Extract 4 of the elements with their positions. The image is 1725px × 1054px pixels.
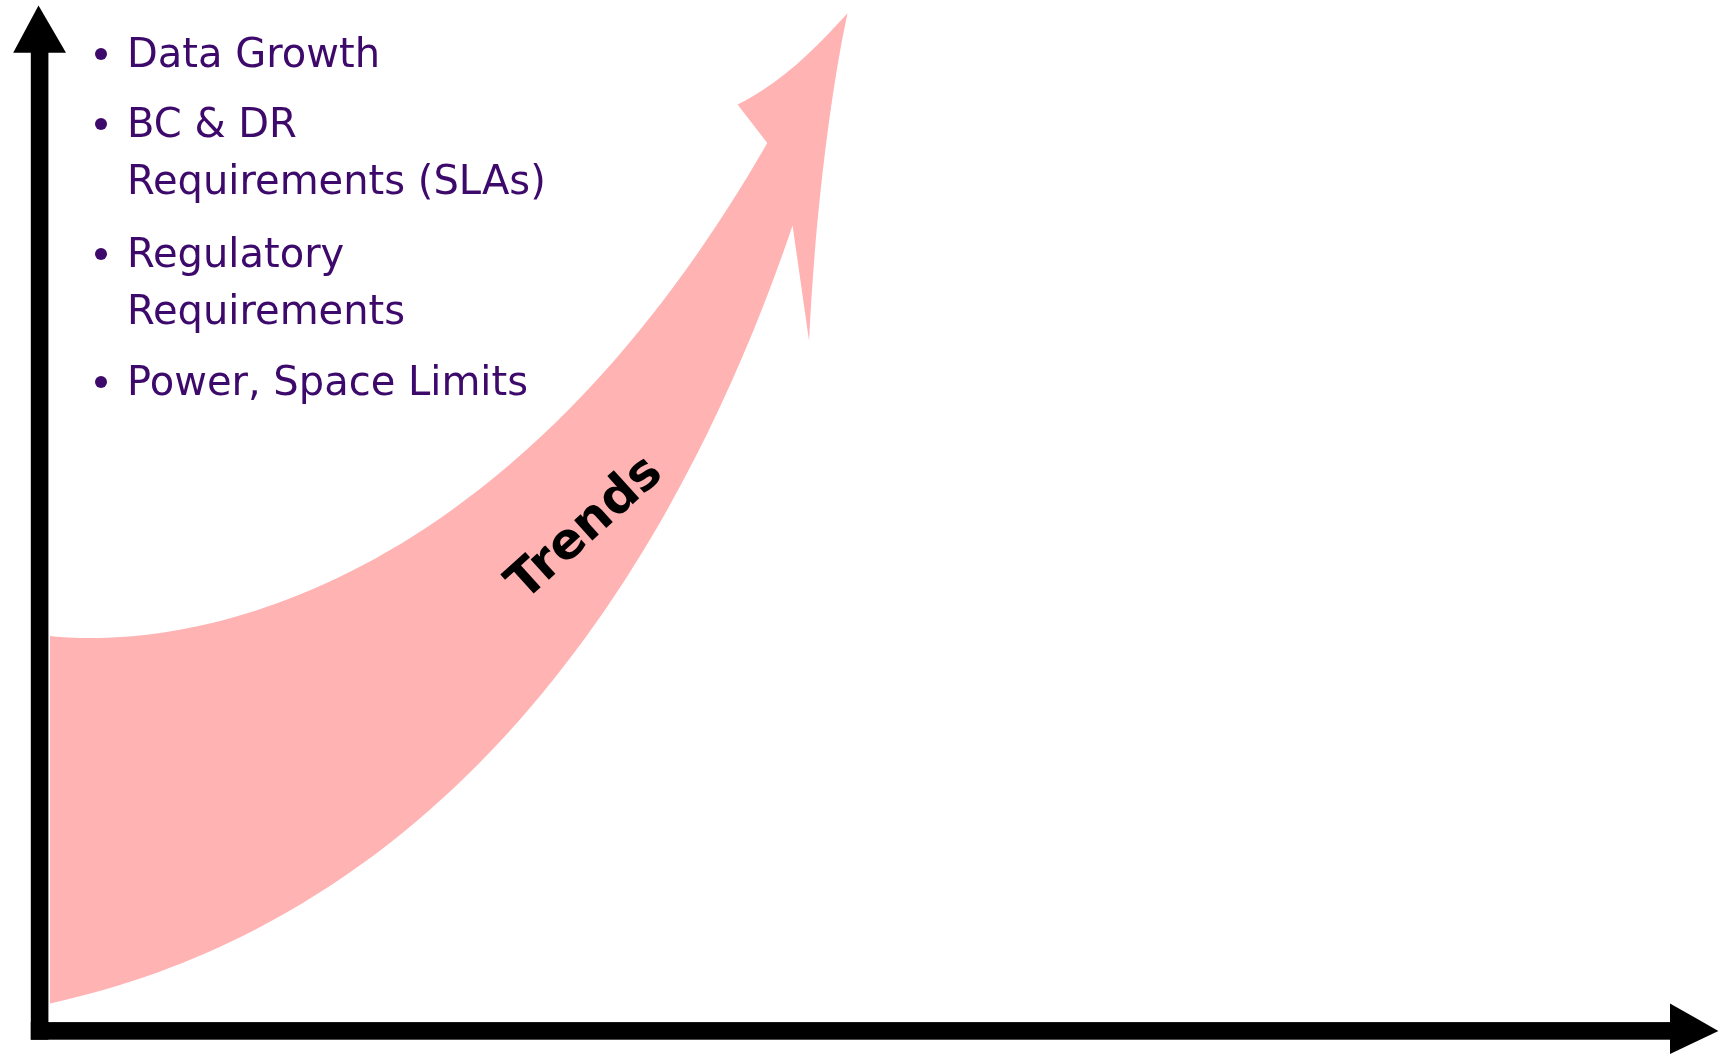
bullet-item: BC & DR Requirements (SLAs)	[127, 99, 547, 205]
bullet-item: Regulatory Requirements	[127, 229, 407, 335]
bullet-item: Data Growth	[127, 29, 381, 78]
bullet-item: Power, Space Limits	[127, 357, 529, 406]
